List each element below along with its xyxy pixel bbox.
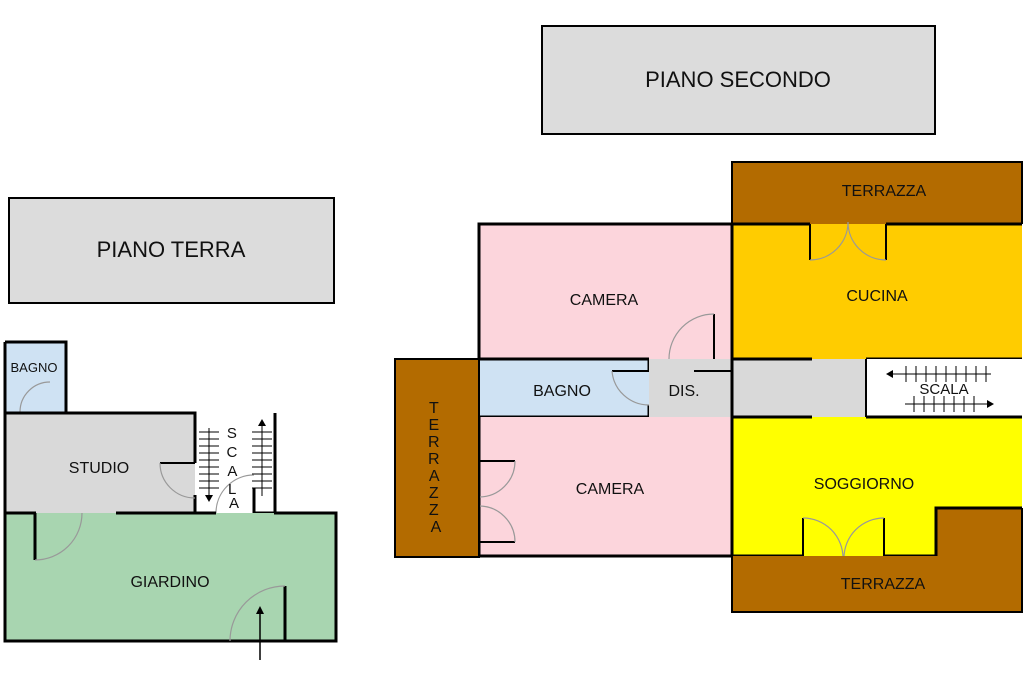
terrazza-letter: E [428, 417, 439, 434]
second-stairs: SCALA [865, 359, 1022, 417]
ground-giardino-room [5, 513, 336, 641]
second-terrazza-top [732, 162, 1022, 224]
title-second-floor: PIANO SECONDO [541, 25, 936, 135]
door-swing-icon [215, 474, 255, 514]
arrow-left-icon [886, 370, 893, 378]
ground-studio-label: STUDIO [69, 460, 129, 477]
terrazza-letter: A [431, 519, 442, 536]
door-swing-icon [229, 585, 286, 642]
title-ground-floor: PIANO TERRA [8, 197, 335, 304]
terrazza-letter: R [428, 434, 440, 451]
second-terrazza-left-label: T E R R A Z Z A [428, 400, 444, 536]
ground-scala-letter: L [228, 481, 236, 498]
second-dis-room [649, 359, 865, 417]
second-soggiorno-label: SOGGIORNO [814, 476, 914, 493]
door-swing-icon [478, 460, 516, 498]
ground-bagno-label: BAGNO [11, 360, 58, 375]
door-swing-icon [809, 221, 849, 261]
arrow-right-icon [987, 400, 994, 408]
second-camera-top-room [479, 224, 732, 359]
ground-giardino-label: GIARDINO [130, 574, 209, 591]
second-terrazza-top-label: TERRAZZA [842, 183, 927, 200]
ground-bagno-room [5, 342, 38, 412]
second-camera-top-label: CAMERA [570, 292, 639, 309]
terrazza-letter: R [428, 451, 440, 468]
second-camera-bottom-room [479, 417, 732, 556]
second-terrazza-left [394, 358, 480, 558]
second-camera-bottom-label: CAMERA [576, 481, 645, 498]
arrow-down-icon [205, 495, 213, 502]
terrazza-letter: T [429, 400, 439, 417]
door-swing-icon [843, 517, 885, 559]
second-terrazza-bottom-label: TERRAZZA [841, 576, 926, 593]
ground-scala-letter: A [227, 463, 237, 480]
door-swing-icon [19, 381, 51, 413]
title-ground-floor-text: PIANO TERRA [97, 237, 246, 262]
second-cucina-room [732, 224, 1022, 359]
door-swing-icon [159, 462, 196, 499]
door-swing-icon [802, 517, 844, 559]
door-swing-icon [478, 505, 516, 543]
terrazza-letter: Z [429, 485, 439, 502]
door-swing-icon [668, 313, 715, 360]
second-dis-label: DIS. [668, 383, 699, 400]
second-terrazza-bottom [732, 556, 1022, 612]
terrazza-letter: A [429, 468, 440, 485]
entrance-arrow-icon [256, 606, 264, 614]
ground-stairs: S C A L A [199, 413, 277, 515]
second-bagno-room [479, 359, 649, 417]
terrazza-letter: Z [429, 502, 439, 519]
door-swing-icon [34, 512, 83, 561]
ground-scala-letter: S [227, 425, 237, 442]
door-swing-icon [611, 370, 650, 406]
ground-scala-label: S C A L A [226, 425, 241, 512]
ground-scala-letter: C [226, 444, 237, 461]
door-swing-icon [847, 221, 887, 261]
second-cucina-label: CUCINA [846, 288, 908, 305]
second-bagno-label: BAGNO [533, 383, 591, 400]
arrow-up-icon [258, 419, 266, 426]
second-scala-label: SCALA [919, 381, 968, 398]
title-second-floor-text: PIANO SECONDO [645, 67, 831, 92]
ground-scala-letter: A [229, 495, 239, 512]
